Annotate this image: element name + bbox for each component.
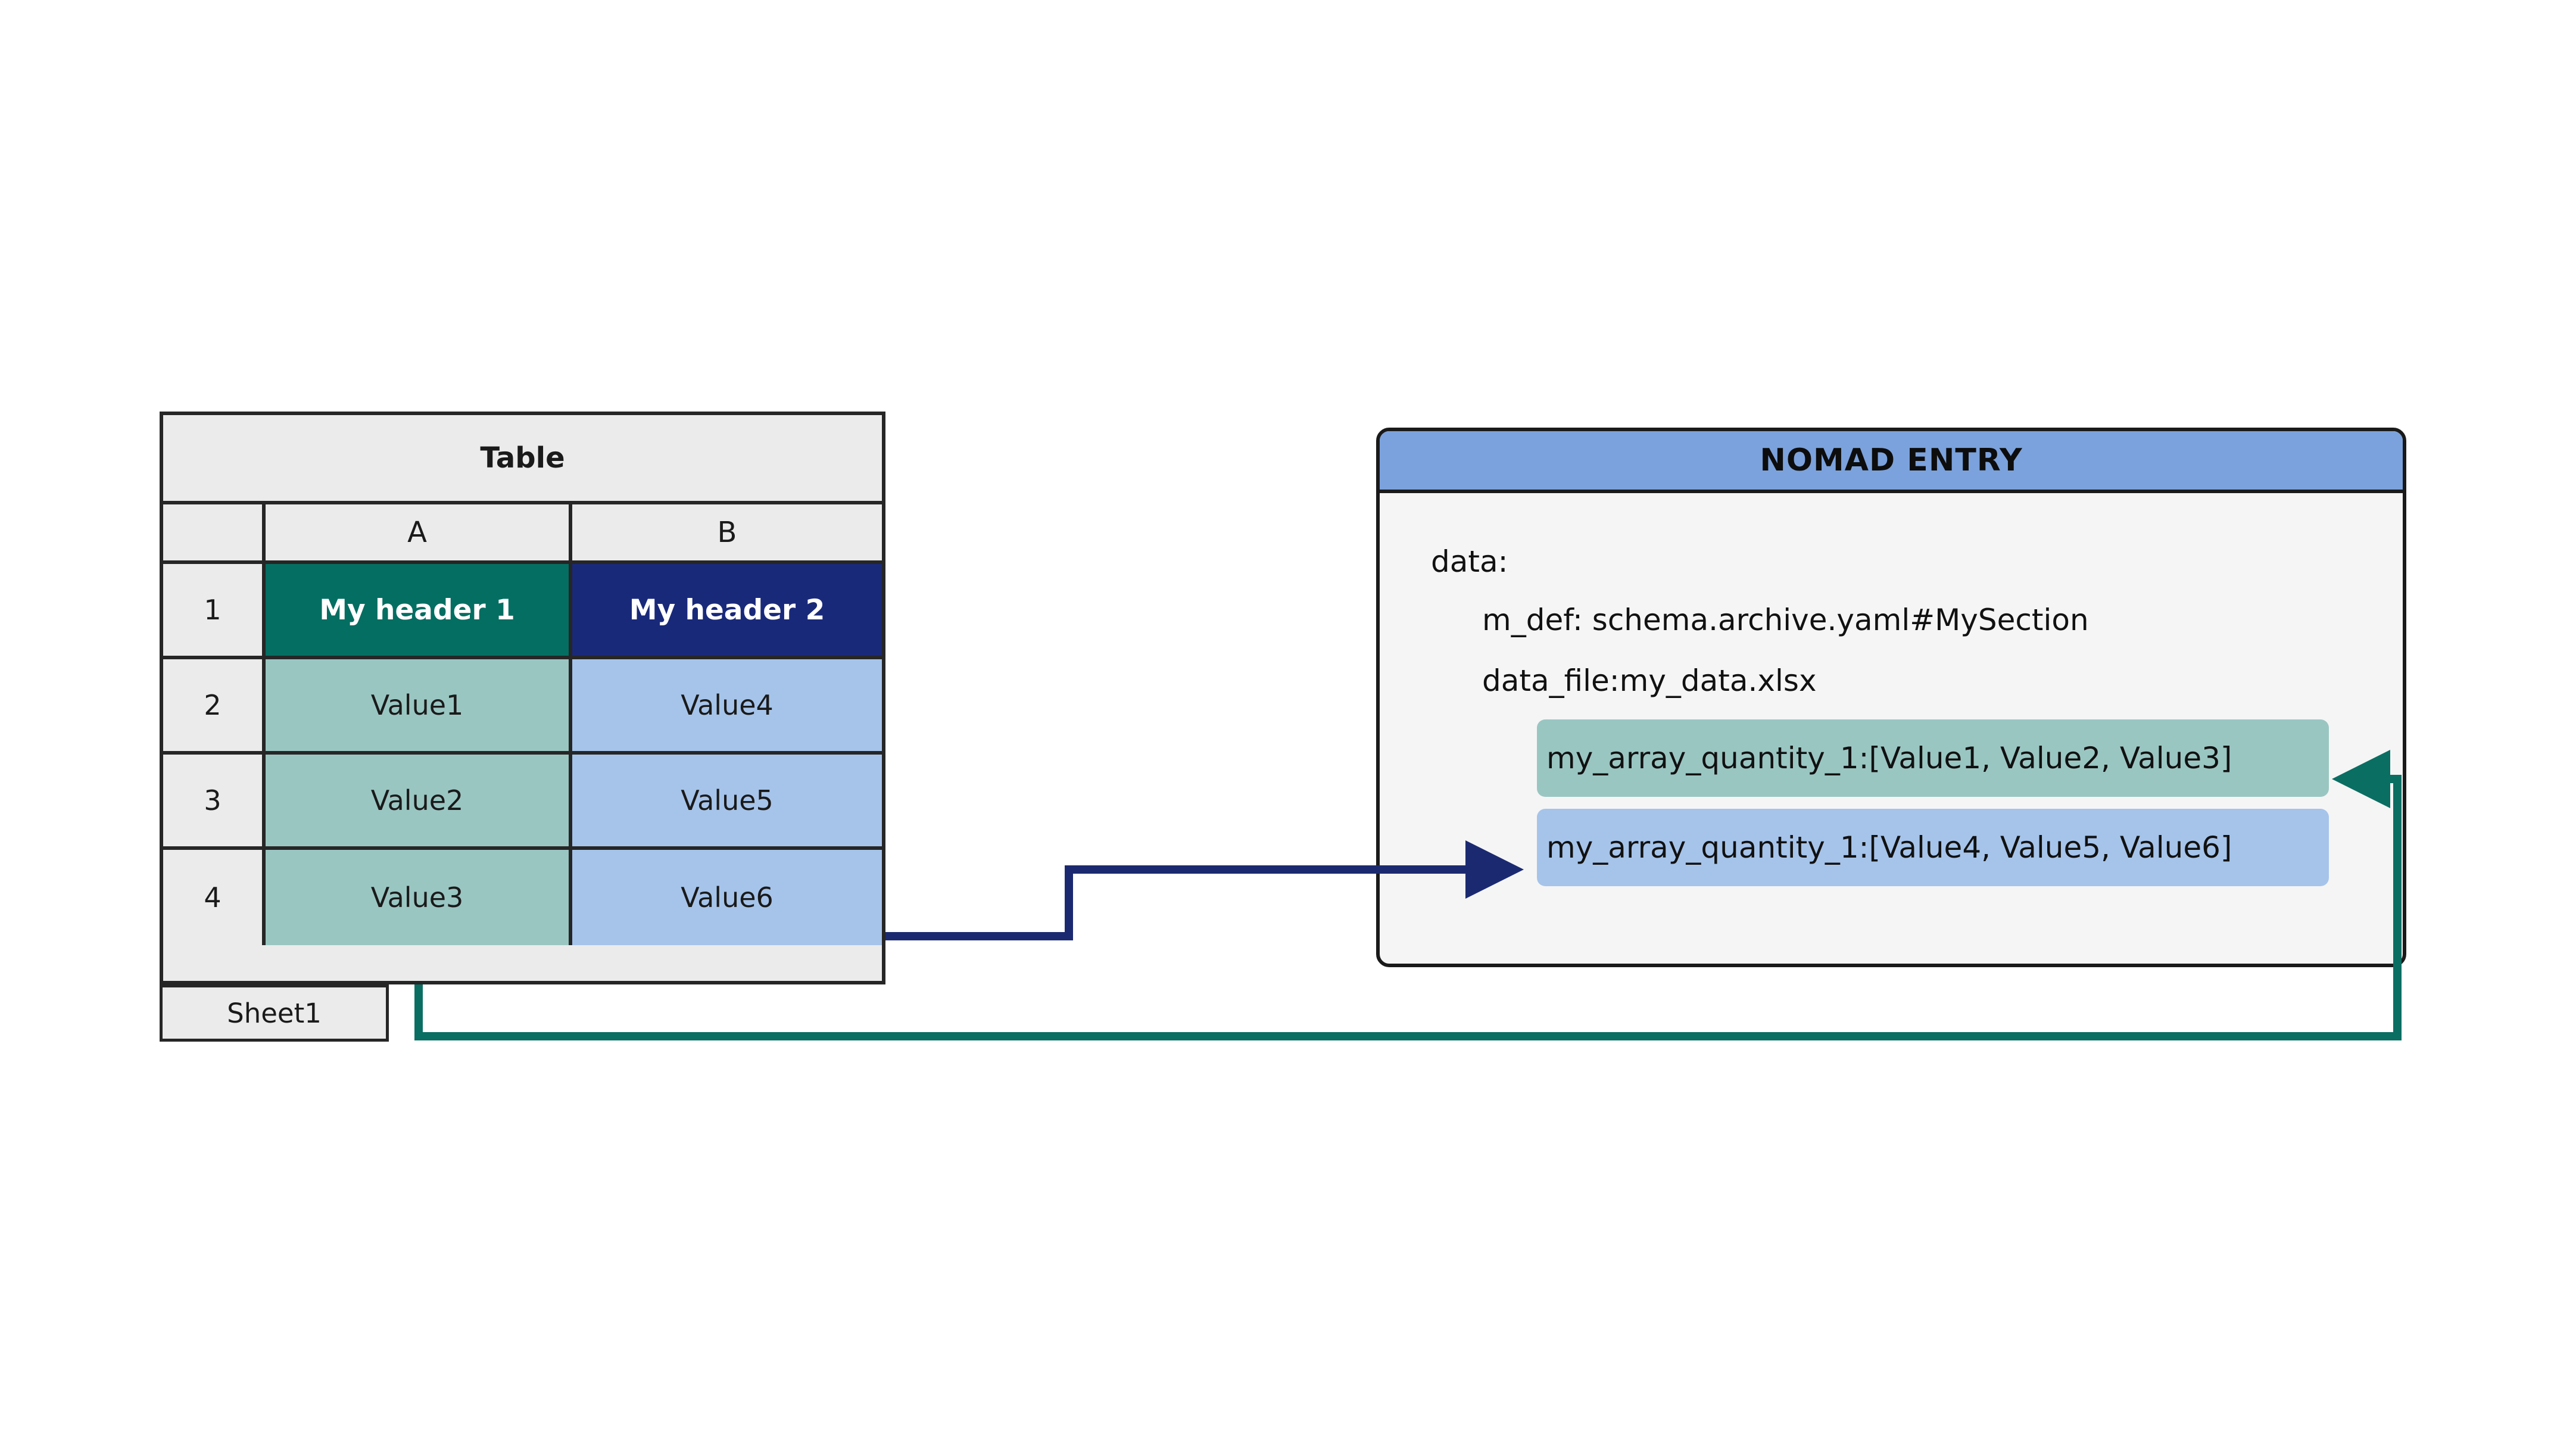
cell-b3-value5[interactable]: Value5: [572, 755, 882, 850]
row-number-4[interactable]: 4: [163, 850, 266, 945]
table-row: 1 My header 1 My header 2: [163, 564, 882, 659]
cell-b4-value6[interactable]: Value6: [572, 850, 882, 945]
quantity-chip-blue[interactable]: my_array_quantity_1:[Value4, Value5, Val…: [1537, 809, 2329, 886]
table-row: 2 Value1 Value4: [163, 659, 882, 755]
table-title: Table: [163, 415, 882, 504]
cell-a1-my-header-1[interactable]: My header 1: [266, 564, 572, 659]
yaml-key-data-file: data_file:my_data.xlsx: [1482, 663, 1817, 698]
table-row: 3 Value2 Value5: [163, 755, 882, 850]
table-column-header-row: A B: [163, 504, 882, 564]
column-header-b[interactable]: B: [572, 504, 882, 564]
cell-a3-value2[interactable]: Value2: [266, 755, 572, 850]
table-title-row: Table: [163, 415, 882, 504]
quantity-chip-green[interactable]: my_array_quantity_1:[Value1, Value2, Val…: [1537, 719, 2329, 797]
row-number-2[interactable]: 2: [163, 659, 266, 755]
sheet-tab-sheet1[interactable]: Sheet1: [160, 984, 389, 1042]
cell-b1-my-header-2[interactable]: My header 2: [572, 564, 882, 659]
corner-cell: [163, 504, 266, 564]
yaml-key-data: data:: [1431, 544, 1508, 579]
row-number-3[interactable]: 3: [163, 755, 266, 850]
nomad-entry-panel: NOMAD ENTRY data: m_def: schema.archive.…: [1376, 428, 2406, 967]
nomad-entry-body: data: m_def: schema.archive.yaml#MySecti…: [1380, 493, 2403, 964]
yaml-key-m-def: m_def: schema.archive.yaml#MySection: [1482, 603, 2089, 637]
cell-a2-value1[interactable]: Value1: [266, 659, 572, 755]
cell-b2-value4[interactable]: Value4: [572, 659, 882, 755]
row-number-1[interactable]: 1: [163, 564, 266, 659]
spreadsheet-table: Table A B 1 My header 1 My header 2 2 Va…: [160, 412, 885, 984]
cell-a4-value3[interactable]: Value3: [266, 850, 572, 945]
nomad-entry-title: NOMAD ENTRY: [1380, 431, 2403, 493]
column-header-a[interactable]: A: [266, 504, 572, 564]
table-row: 4 Value3 Value6: [163, 850, 882, 945]
